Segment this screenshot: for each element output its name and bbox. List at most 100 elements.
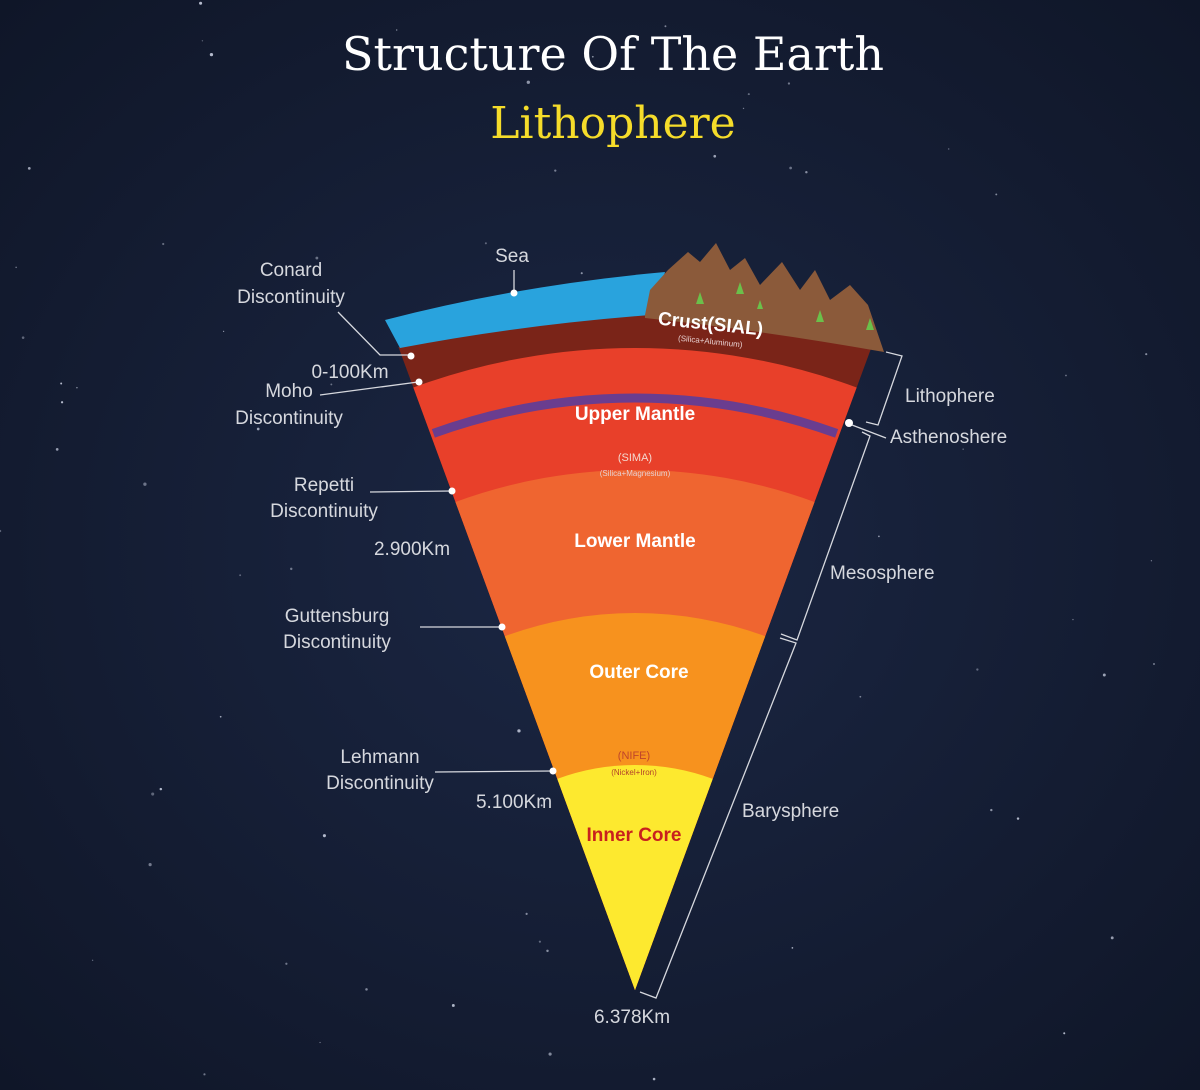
star (747, 93, 750, 96)
moho-discontinuity: Moho Discontinuity (235, 378, 423, 429)
star (76, 386, 78, 389)
svg-text:Barysphere: Barysphere (742, 801, 839, 822)
star (315, 256, 319, 260)
svg-text:Mesosphere: Mesosphere (830, 563, 935, 584)
depth-100km: 0-100Km (311, 362, 388, 383)
star (713, 154, 717, 158)
star (976, 668, 979, 671)
star (27, 166, 31, 170)
diagram-title: Structure Of The Earth (342, 27, 884, 81)
star (787, 82, 791, 85)
star (222, 330, 225, 333)
depth-6378km: 6.378Km (594, 1007, 670, 1028)
star (0, 529, 2, 533)
nife-note: (Nickel+Iron) (611, 768, 657, 777)
star (1145, 353, 1148, 356)
star (962, 448, 964, 450)
inner-core-layer (557, 765, 713, 990)
star (60, 401, 64, 404)
star (1150, 560, 1153, 562)
star (484, 242, 487, 245)
star (947, 148, 950, 150)
outer-core-label: Outer Core (589, 662, 688, 683)
star (199, 1, 203, 5)
depth-2900km: 2.900Km (374, 539, 450, 560)
conard-discontinuity: Conard Discontinuity (237, 260, 415, 360)
star (330, 383, 333, 386)
repetti-discontinuity: Repetti Discontinuity (270, 475, 456, 522)
star (995, 193, 998, 196)
lehmann-discontinuity: Lehmann Discontinuity (326, 747, 557, 794)
star (219, 715, 222, 718)
star (1016, 817, 1020, 820)
star (664, 25, 667, 28)
star (548, 1052, 552, 1056)
star (1065, 374, 1067, 377)
star (201, 40, 204, 42)
star (159, 787, 163, 791)
star (1153, 663, 1155, 665)
star (91, 959, 94, 962)
star (580, 272, 583, 275)
mountains (645, 243, 884, 352)
star (162, 242, 165, 246)
star (878, 535, 880, 538)
star (791, 946, 794, 949)
guttensburg-discontinuity: Guttensburg Discontinuity (283, 606, 506, 653)
star (859, 695, 862, 698)
asthenosphere-line (431, 393, 839, 438)
star (143, 482, 147, 486)
earth-wedge (398, 305, 872, 990)
star (290, 567, 293, 571)
star (805, 170, 808, 174)
star (1110, 936, 1114, 940)
star (591, 55, 594, 58)
star (1063, 1032, 1066, 1035)
star (203, 1073, 206, 1076)
svg-text:Discontinuity: Discontinuity (237, 287, 345, 308)
star (60, 382, 63, 385)
trees (696, 282, 874, 330)
star (525, 912, 528, 915)
star (322, 834, 326, 838)
depth-5100km: 5.100Km (476, 792, 552, 813)
star (21, 336, 25, 339)
lithophere-bracket: Lithophere (865, 351, 995, 426)
star (365, 988, 368, 991)
sea-label: Sea (495, 246, 529, 267)
star (451, 1004, 455, 1007)
svg-text:Discontinuity: Discontinuity (283, 632, 391, 653)
svg-text:Discontinuity: Discontinuity (235, 408, 343, 429)
star (789, 166, 792, 170)
sea-layer (385, 272, 665, 348)
barysphere-bracket: Barysphere (639, 637, 839, 999)
star (1102, 673, 1106, 677)
svg-text:Repetti: Repetti (294, 475, 354, 496)
star (517, 729, 521, 733)
star (652, 1077, 656, 1081)
diagram-subtitle: Lithophere (490, 98, 735, 149)
star (319, 1041, 321, 1044)
star (538, 940, 541, 943)
sima-label: (SIMA) (618, 452, 652, 464)
svg-text:Discontinuity: Discontinuity (326, 773, 434, 794)
svg-text:Discontinuity: Discontinuity (270, 501, 378, 522)
star (239, 574, 242, 577)
star (330, 637, 333, 639)
svg-text:Lithophere: Lithophere (905, 386, 995, 407)
star (526, 80, 530, 84)
svg-text:Asthenoshere: Asthenoshere (890, 427, 1007, 448)
mesosphere-bracket: Mesosphere (780, 431, 935, 641)
star (209, 52, 214, 57)
star (285, 962, 288, 965)
sima-note: (Silica+Magnesium) (600, 469, 671, 478)
star (1072, 618, 1074, 621)
inner-core-label: Inner Core (586, 825, 681, 846)
nife-label: (NIFE) (618, 750, 650, 762)
lower-mantle-label: Lower Mantle (574, 531, 695, 552)
star (990, 808, 993, 812)
star (55, 448, 59, 451)
asthenoshere-marker: Asthenoshere (845, 419, 1007, 448)
svg-text:Lehmann: Lehmann (340, 747, 419, 768)
